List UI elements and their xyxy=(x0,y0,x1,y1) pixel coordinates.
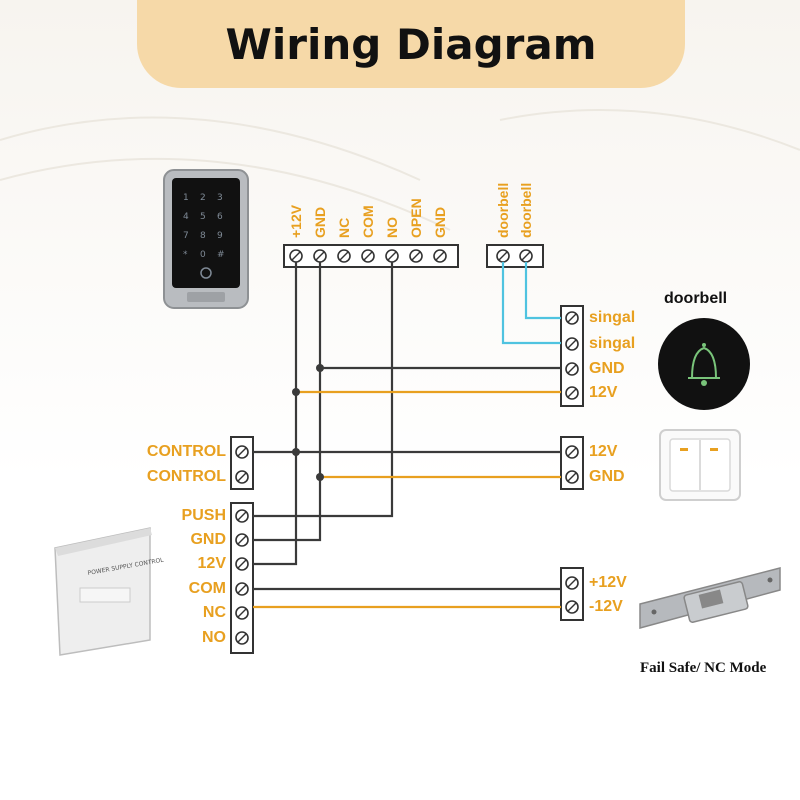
doorbell-block-label-singal-1: singal xyxy=(589,309,636,326)
keypad-label-no: NO xyxy=(384,217,400,238)
psu-label-12v: 12V xyxy=(197,555,226,572)
wire-junctions xyxy=(292,364,324,481)
svg-text:#: # xyxy=(217,250,225,260)
keypad-terminal-block xyxy=(283,244,459,268)
keypad-label-plus12v: +12V xyxy=(288,204,304,238)
psu-label-nc: NC xyxy=(202,604,226,621)
electric-strike-lock-icon xyxy=(639,567,781,629)
svg-text:9: 9 xyxy=(217,231,223,241)
power-supply-box-icon: POWER SUPPLY CONTROL xyxy=(54,527,165,656)
page-title: Wiring Diagram xyxy=(225,19,597,69)
keypad-label-gnd: GND xyxy=(312,206,328,238)
svg-text:1: 1 xyxy=(183,193,189,203)
psu-terminal-block xyxy=(230,502,254,654)
svg-text:3: 3 xyxy=(217,193,223,203)
keypad-label-gnd2: GND xyxy=(432,206,448,238)
switch-block-label-12v: 12V xyxy=(589,443,618,460)
keypad-label-com: COM xyxy=(360,205,376,238)
doorbell-terminal-label-2: doorbell xyxy=(518,182,534,238)
svg-text:4: 4 xyxy=(183,212,189,222)
svg-text:2: 2 xyxy=(200,193,206,203)
keypad-device-icon: 1 2 3 4 5 6 7 8 9 * 0 # xyxy=(163,169,249,309)
svg-text:0: 0 xyxy=(200,250,206,260)
keypad-label-open: OPEN xyxy=(408,198,424,238)
psu-label-gnd: GND xyxy=(190,531,226,548)
psu-label-no: NO xyxy=(202,629,226,646)
svg-text:6: 6 xyxy=(217,212,223,222)
svg-text:8: 8 xyxy=(200,231,206,241)
svg-text:7: 7 xyxy=(183,231,189,241)
switch-side-block xyxy=(560,436,584,490)
doorbell-button-icon xyxy=(658,318,750,410)
svg-text:5: 5 xyxy=(200,212,206,222)
lock-label-plus12v: +12V xyxy=(589,574,627,591)
lock-side-block xyxy=(560,567,584,621)
doorbell-terminal-block xyxy=(486,244,544,268)
doorbell-title: doorbell xyxy=(664,290,728,307)
doorbell-terminal-label-1: doorbell xyxy=(495,182,511,238)
control-label-1: CONTROL xyxy=(146,443,226,460)
doorbell-side-block xyxy=(560,305,584,407)
doorbell-block-label-gnd: GND xyxy=(589,360,625,377)
doorbell-block-label-singal-2: singal xyxy=(589,335,636,352)
svg-text:*: * xyxy=(183,250,188,260)
keypad-label-nc: NC xyxy=(336,217,352,238)
lock-label-minus12v: -12V xyxy=(589,598,623,615)
control-label-2: CONTROL xyxy=(146,468,226,485)
control-terminal-block xyxy=(230,436,254,490)
title-banner: Wiring Diagram xyxy=(137,0,685,88)
switch-block-label-gnd: GND xyxy=(589,468,625,485)
wires xyxy=(253,262,561,609)
lock-caption: Fail Safe/ NC Mode xyxy=(640,660,767,676)
psu-label-push: PUSH xyxy=(181,507,226,524)
psu-label-com: COM xyxy=(188,580,226,597)
doorbell-block-label-12v: 12V xyxy=(589,384,618,401)
wall-switch-icon xyxy=(659,429,741,501)
